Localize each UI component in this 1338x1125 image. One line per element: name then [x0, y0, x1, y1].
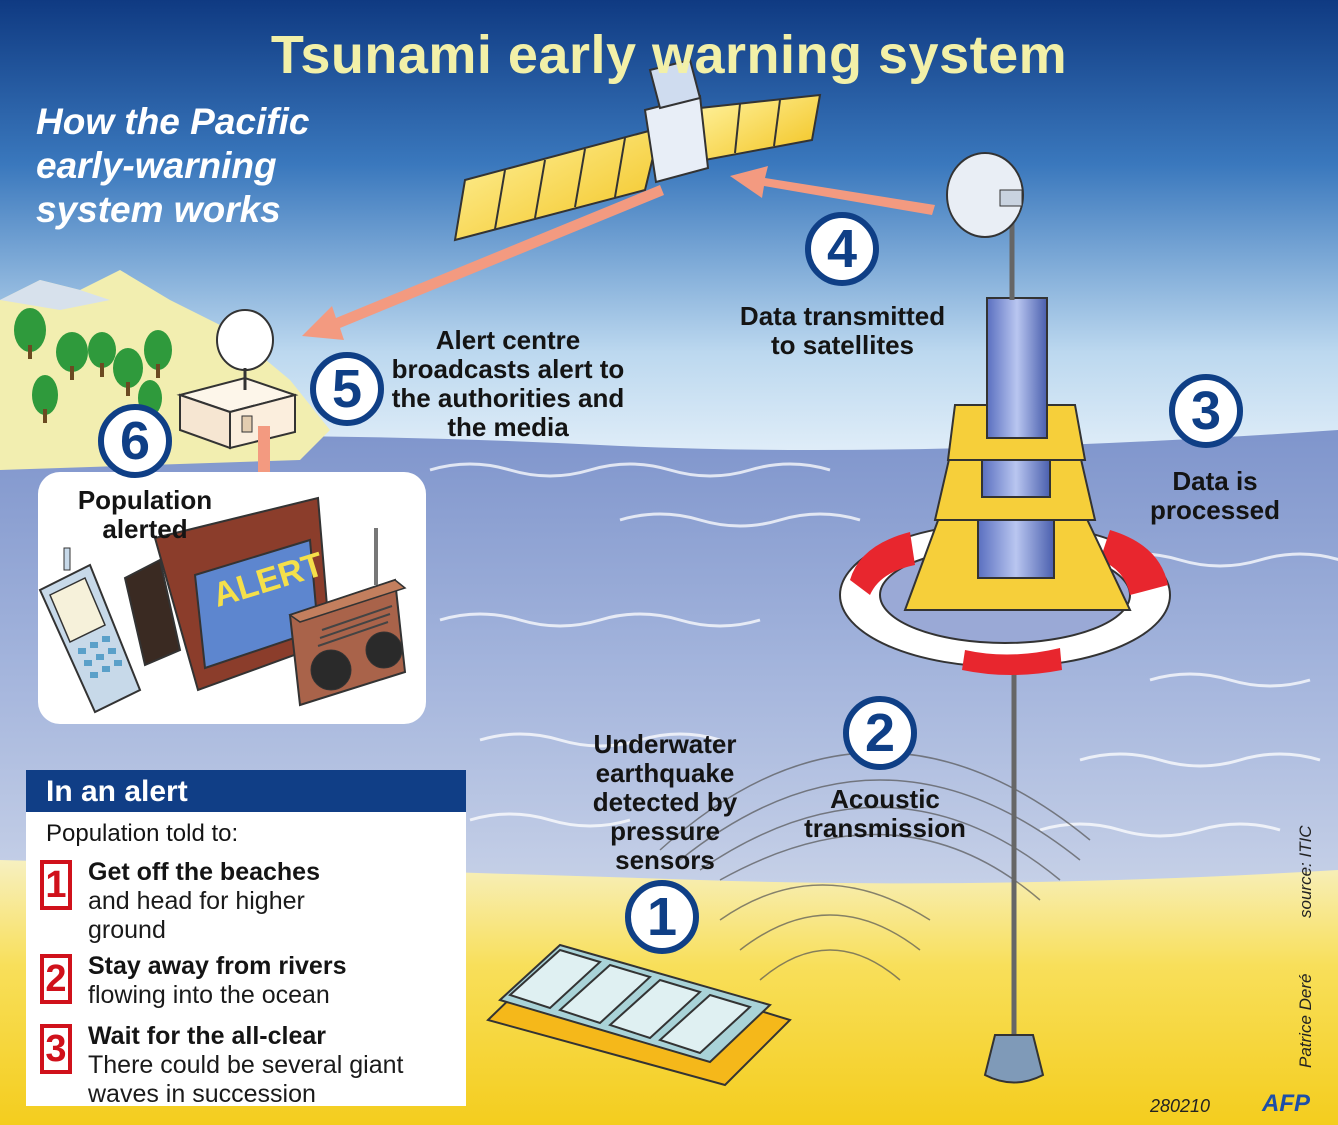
step-circle-6: 6 — [98, 404, 172, 478]
buoy-anchor — [983, 1034, 1045, 1084]
pressure-sensor — [486, 943, 792, 1087]
agency-logo: AFP — [1262, 1090, 1310, 1117]
alert-panel: In an alert Population told to: 1 Get of… — [26, 770, 466, 1108]
alert-item-body: flowing into the ocean — [88, 981, 330, 1009]
alert-item-number: 3 — [40, 1024, 72, 1074]
step-label-4: Data transmitted to satellites — [739, 301, 946, 360]
alert-item-body: There could be several giant waves in su… — [88, 1051, 404, 1108]
step-label-2: Acoustic transmission — [804, 784, 966, 843]
step-label-3: Data is processed — [1149, 466, 1281, 525]
subtitle: How the Pacific early-warning system wor… — [36, 101, 310, 230]
mountain — [0, 280, 110, 310]
step-circle-1: 1 — [625, 880, 699, 954]
author-credit: Patrice Deré — [1296, 973, 1315, 1068]
satellite — [453, 58, 822, 242]
alert-item-number: 2 — [40, 954, 72, 1004]
step-circle-4: 4 — [805, 212, 879, 286]
radio — [288, 528, 407, 707]
page-title: Tsunami early warning system — [270, 25, 1068, 85]
step-label-5: Alert centre broadcasts alert to the aut… — [391, 325, 625, 442]
alert-item-head: Get off the beaches — [88, 858, 320, 886]
alert-item-head: Wait for the all-clear — [88, 1022, 327, 1050]
sea-waves — [429, 462, 1338, 838]
step-circle-2: 2 — [843, 696, 917, 770]
mobile-phone — [38, 547, 142, 714]
buoy — [839, 152, 1171, 675]
alert-centre-building — [176, 309, 299, 450]
step-label-6: Population alerted — [77, 485, 213, 544]
alert-item-head: Stay away from rivers — [88, 952, 347, 980]
step-circle-3: 3 — [1169, 374, 1243, 448]
alert-item-body: and head for higher ground — [88, 887, 305, 944]
alert-panel-intro: Population told to: — [46, 820, 239, 847]
graphic-code: 280210 — [1150, 1096, 1211, 1116]
source-credit: source: ITIC — [1296, 825, 1316, 918]
step-label-1: Underwater earthquake detected by pressu… — [592, 729, 738, 875]
step-circle-5: 5 — [310, 352, 384, 426]
television — [123, 496, 332, 692]
trees — [14, 308, 172, 423]
alert-item-number: 1 — [40, 860, 72, 910]
alert-panel-heading: In an alert — [26, 770, 466, 812]
